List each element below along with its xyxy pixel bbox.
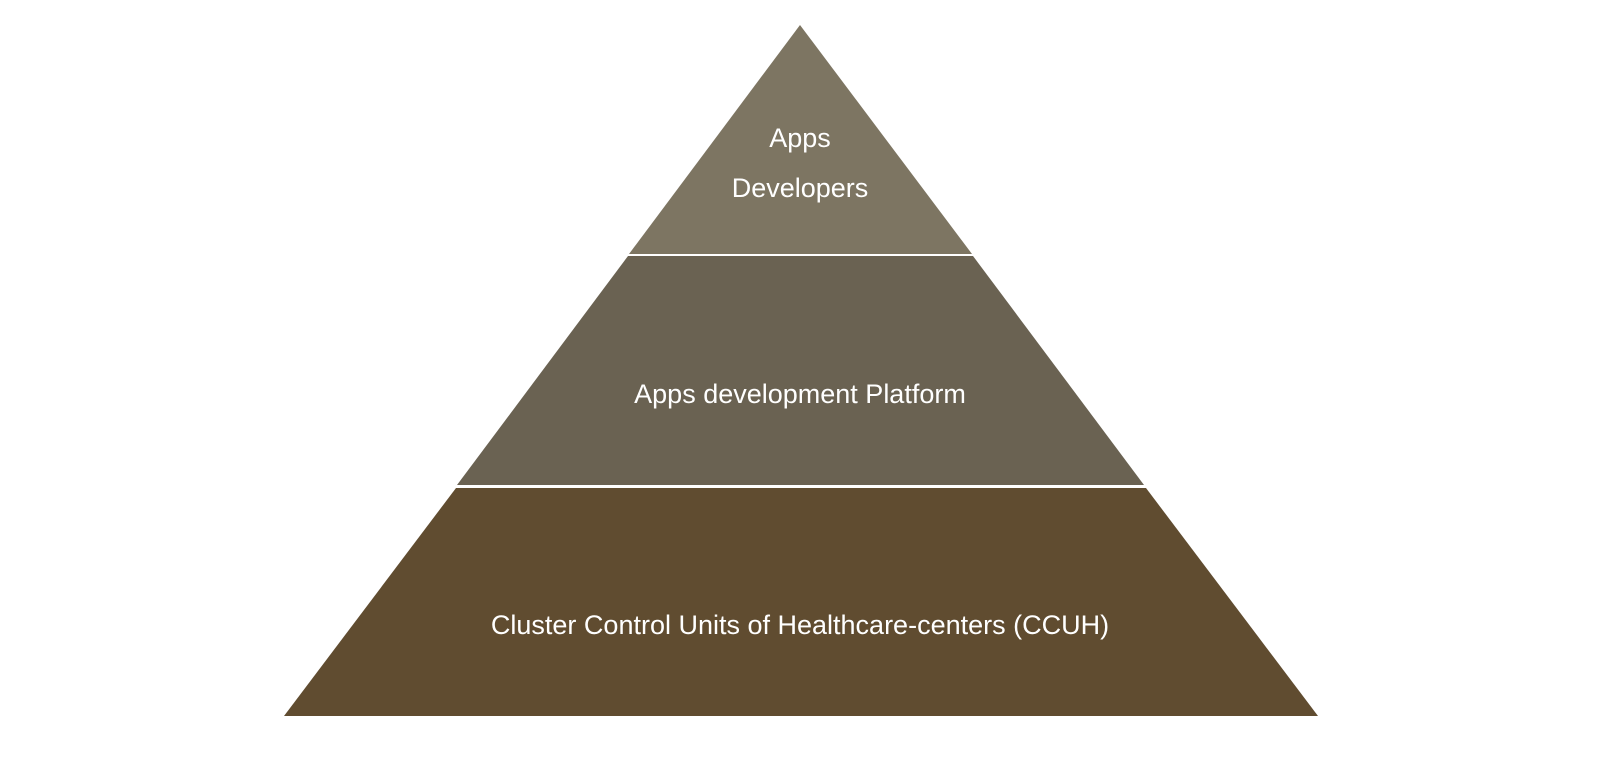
pyramid-tier-bottom <box>284 488 1318 716</box>
tier-top-label-line-1: Apps <box>769 123 831 153</box>
tier-top-label-line-2: Developers <box>732 173 869 203</box>
tier-middle-label: Apps development Platform <box>634 379 966 409</box>
pyramid-tier-middle <box>457 256 1144 485</box>
pyramid-tier-top <box>629 25 972 254</box>
tier-bottom-label: Cluster Control Units of Healthcare-cent… <box>491 610 1109 640</box>
